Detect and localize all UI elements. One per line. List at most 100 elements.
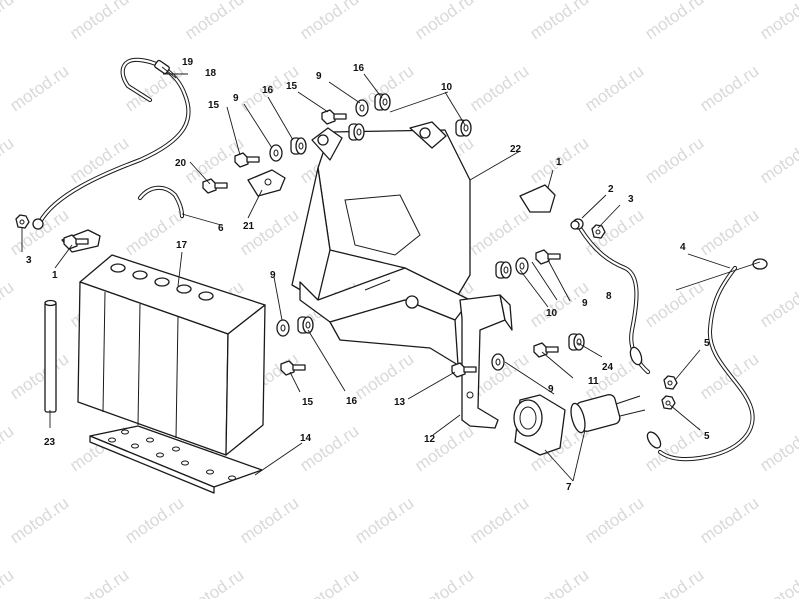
callout-9: 9: [548, 384, 554, 395]
watermark-text: motod.ru: [581, 493, 647, 547]
leader-line: [572, 429, 586, 482]
callout-16: 16: [262, 85, 274, 96]
tray-hole: [146, 437, 154, 443]
eyelet: [570, 220, 580, 230]
leader-line: [181, 213, 222, 226]
leader-line: [189, 161, 211, 185]
leader-line: [363, 73, 383, 99]
leader-line: [307, 329, 346, 392]
watermark-text: motod.ru: [641, 421, 707, 475]
nut: [591, 224, 606, 239]
watermark-text: motod.ru: [351, 349, 417, 403]
leader-line: [407, 371, 456, 400]
bushing-face: [460, 119, 472, 137]
watermark-text: motod.ru: [351, 493, 417, 547]
clip-1: [519, 184, 556, 213]
bolt-shank: [292, 364, 306, 371]
leader-line: [581, 194, 607, 219]
callout-5: 5: [704, 338, 710, 349]
callout-15: 15: [286, 81, 298, 92]
cable-4: [646, 258, 768, 462]
leader-line: [674, 349, 701, 381]
watermark-text: motod.ru: [6, 493, 72, 547]
leader-line: [226, 106, 241, 156]
watermark-text: motod.ru: [641, 277, 707, 331]
watermark-text: motod.ru: [641, 133, 707, 187]
leader-line: [389, 91, 449, 113]
leader-line: [687, 253, 731, 269]
watermark-text: motod.ru: [66, 565, 132, 599]
leader-line: [177, 251, 183, 287]
watermark-text: motod.ru: [696, 61, 762, 115]
watermark-text: motod.ru: [6, 349, 72, 403]
watermark-text: motod.ru: [756, 421, 799, 475]
battery-rod: [44, 299, 57, 413]
callout-numbers: 1123345567899999101011121314151515161616…: [26, 57, 710, 493]
leader-line: [544, 449, 574, 482]
callout-20: 20: [175, 158, 187, 169]
bushing-hole: [382, 98, 388, 106]
tray-hole: [156, 452, 164, 458]
battery-cap: [198, 291, 214, 301]
bracket-21: [247, 169, 286, 197]
leader-line: [161, 66, 177, 79]
battery-cap: [176, 284, 192, 294]
leader-line: [504, 361, 555, 395]
watermark-text: motod.ru: [411, 565, 477, 599]
watermark-text: motod.ru: [696, 493, 762, 547]
watermark-text: motod.ru: [581, 61, 647, 115]
washer-hole: [495, 358, 501, 366]
watermark-text: motod.ru: [0, 133, 17, 187]
callout-6: 6: [218, 223, 224, 234]
bracket-21-hole: [264, 178, 272, 186]
leader-line: [328, 81, 361, 104]
leader-line: [289, 371, 301, 393]
washer: [491, 353, 505, 371]
bushing-face: [500, 261, 512, 279]
watermark-text: motod.ru: [526, 0, 592, 43]
watermark-text: motod.ru: [0, 565, 17, 599]
watermark-text: motod.ru: [0, 421, 17, 475]
callout-22: 22: [510, 144, 522, 155]
tray-holes: [108, 429, 236, 481]
callout-9: 9: [582, 298, 588, 309]
tray-hole: [131, 443, 139, 449]
relay-solenoid: [570, 394, 646, 434]
leader-line: [519, 269, 549, 308]
mount-bracket: [291, 121, 471, 366]
bolt: [321, 109, 336, 125]
battery-cap: [110, 263, 126, 273]
bolt-shank: [547, 253, 561, 260]
bolt-shank: [545, 346, 559, 353]
callout-3: 3: [628, 194, 634, 205]
bolt-shank: [463, 366, 477, 373]
bolt: [63, 234, 78, 250]
callout-14: 14: [300, 433, 312, 444]
watermark-text: motod.ru: [0, 277, 17, 331]
callout-7: 7: [566, 482, 572, 493]
watermark-text: motod.ru: [696, 205, 762, 259]
clamp-bracket: [459, 294, 513, 429]
battery-caps: [110, 263, 214, 301]
nut: [661, 395, 676, 410]
battery: [77, 254, 266, 456]
leader-line: [541, 351, 574, 379]
callout-2: 2: [608, 184, 614, 195]
watermark-text: motod.ru: [756, 0, 799, 43]
leader-line: [297, 91, 329, 113]
callout-10: 10: [441, 82, 453, 93]
leader-line: [243, 103, 273, 149]
washer-hole: [273, 149, 279, 157]
fasteners: [15, 93, 678, 410]
callout-18: 18: [205, 68, 217, 79]
washer-hole: [280, 324, 286, 332]
bolt-shank: [246, 156, 260, 163]
bolt: [202, 178, 217, 194]
callout-17: 17: [176, 240, 188, 251]
tray-hole: [228, 475, 236, 481]
watermark-text: motod.ru: [756, 565, 799, 599]
tray-hole: [121, 429, 129, 435]
bushing-hole: [463, 124, 469, 132]
leader-line: [669, 404, 701, 431]
callout-9: 9: [270, 270, 276, 281]
